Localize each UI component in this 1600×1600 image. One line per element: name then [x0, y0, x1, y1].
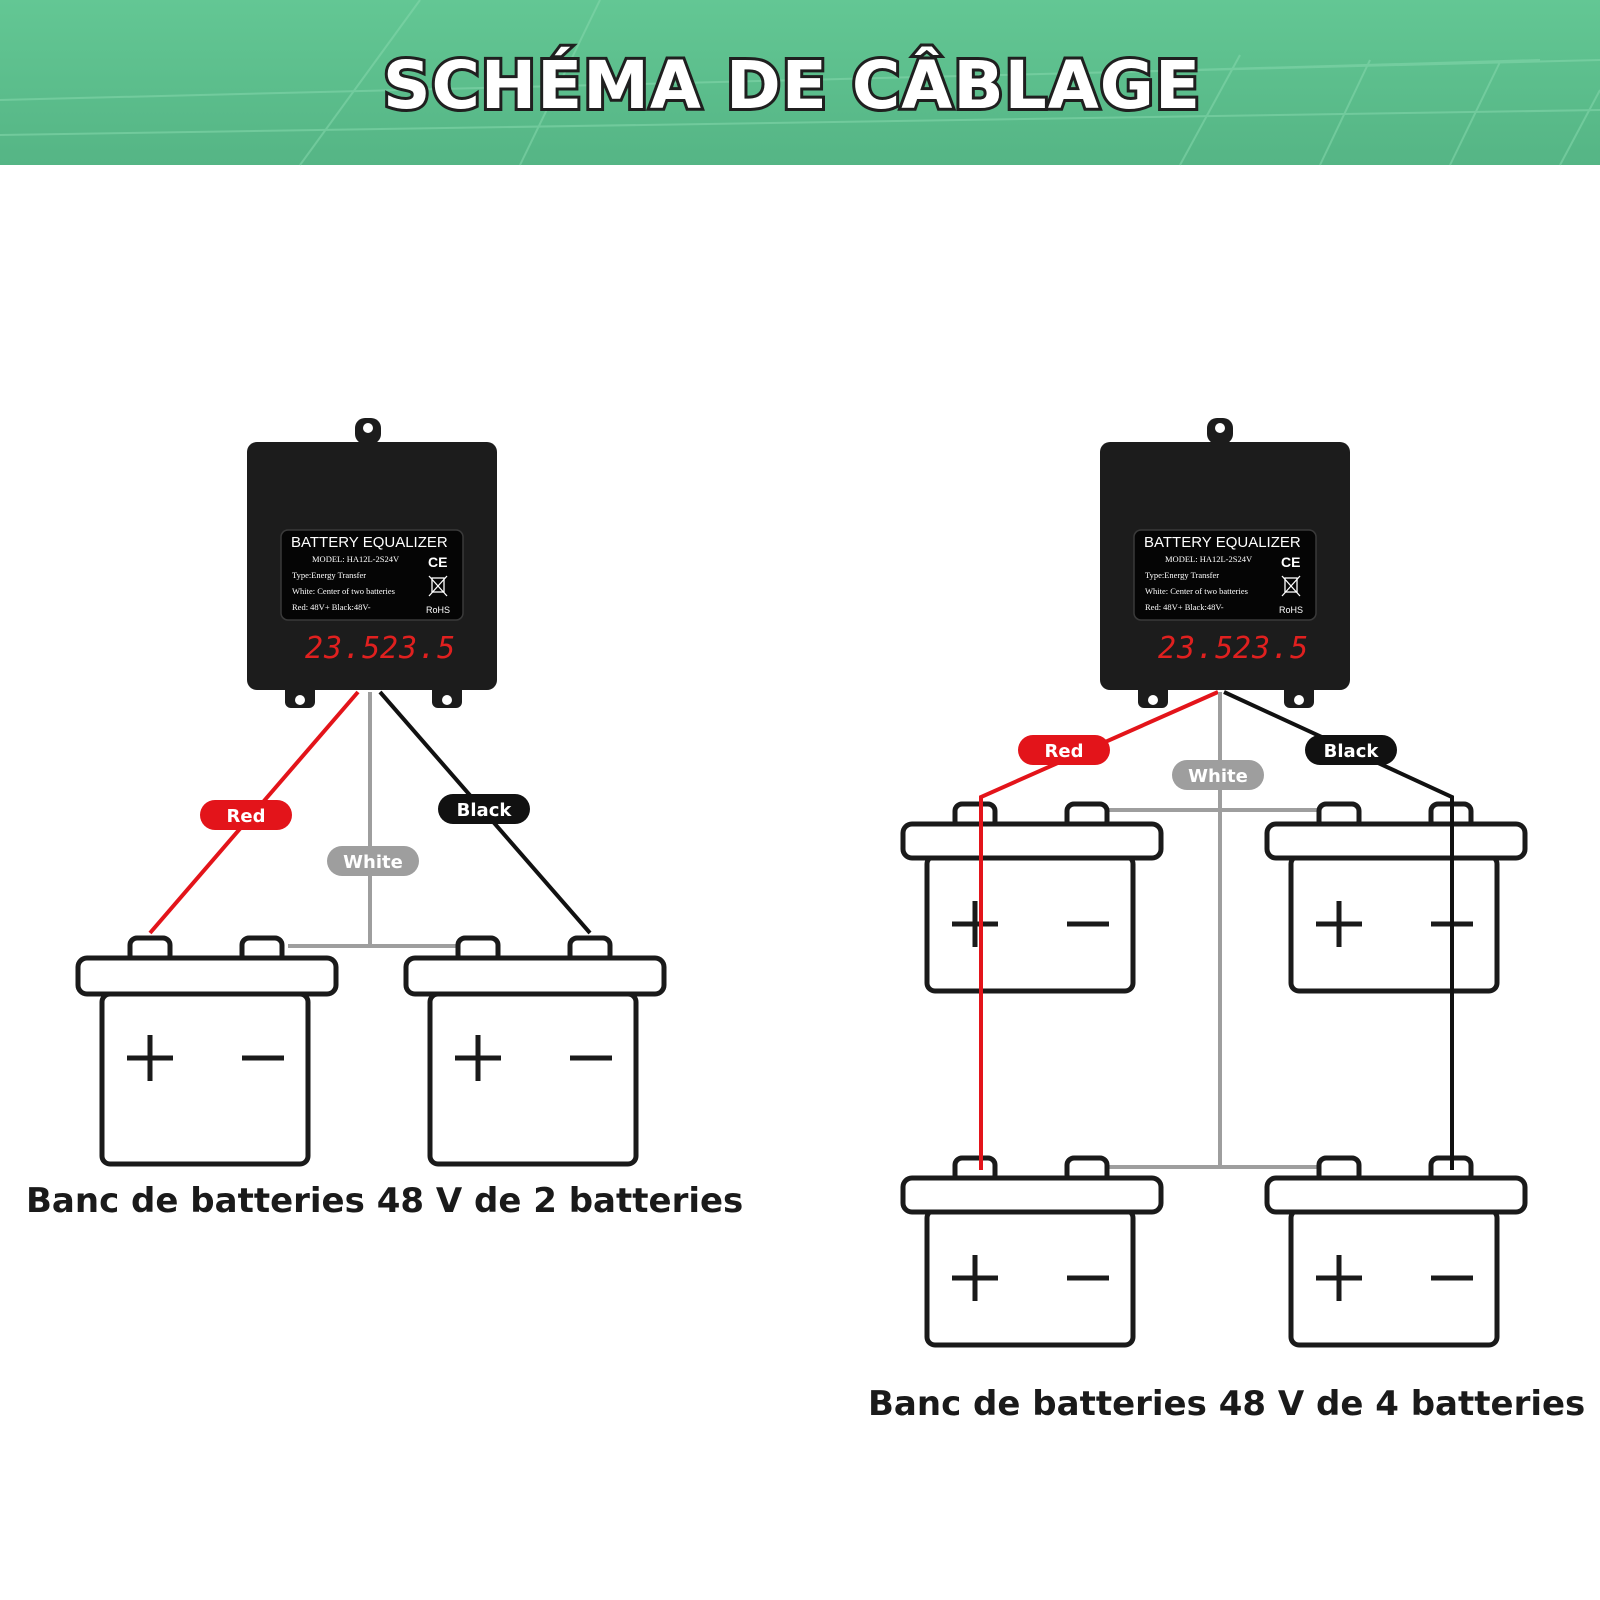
ce-mark: CE — [428, 554, 447, 570]
red-wire-tag: Red — [200, 800, 292, 830]
black-wire-tag: Black — [1305, 735, 1397, 765]
red-wire-tag: Red — [1018, 735, 1110, 765]
svg-text:Black: Black — [457, 800, 513, 821]
ce-mark: CE — [1281, 554, 1300, 570]
page-title: SCHÉMA DE CÂBLAGE — [383, 46, 1201, 124]
label-title: BATTERY EQUALIZER — [1144, 534, 1301, 551]
battery — [1264, 801, 1528, 994]
label-wiring: Red: 48V+ Black:48V- — [1145, 602, 1224, 612]
mount-hole — [1215, 423, 1225, 433]
white-wire-tag: White — [1172, 760, 1264, 790]
battery — [1264, 1155, 1528, 1348]
rohs-mark: RoHS — [426, 605, 450, 615]
label-title: BATTERY EQUALIZER — [291, 534, 448, 551]
label-type: Type:Energy Transfer — [292, 570, 366, 580]
plus-symbol — [952, 1255, 998, 1301]
plus-symbol — [455, 1035, 501, 1081]
label-model: MODEL: HA12L-2S24V — [1165, 554, 1253, 564]
plus-symbol — [127, 1035, 173, 1081]
battery — [900, 801, 1164, 994]
label-model: MODEL: HA12L-2S24V — [312, 554, 400, 564]
plus-symbol — [952, 901, 998, 947]
battery — [403, 935, 667, 1167]
battery — [900, 1155, 1164, 1348]
mount-hole — [363, 423, 373, 433]
header-band: SCHÉMA DE CÂBLAGE — [0, 0, 1600, 166]
rohs-mark: RoHS — [1279, 605, 1303, 615]
black-wire-tag: Black — [438, 794, 530, 824]
label-white-note: White: Center of two batteries — [292, 586, 395, 596]
label-type: Type:Energy Transfer — [1145, 570, 1219, 580]
solar-panel-grid — [0, 0, 1600, 166]
svg-text:White: White — [343, 852, 403, 873]
svg-text:Black: Black — [1324, 741, 1380, 762]
plus-symbol — [1316, 901, 1362, 947]
diagram-two-batteries: BATTERY EQUALIZER MODEL: HA12L-2S24V Typ… — [26, 418, 743, 1221]
diagram-four-batteries: BATTERY EQUALIZER MODEL: HA12L-2S24V Typ… — [868, 418, 1585, 1424]
caption-two-batteries: Banc de batteries 48 V de 2 batteries — [26, 1181, 743, 1221]
weee-bin-icon — [1281, 575, 1301, 597]
svg-text:Red: Red — [227, 806, 266, 827]
equalizer-label — [280, 529, 464, 621]
voltage-display-right: 23.5 — [380, 631, 456, 666]
caption-four-batteries: Banc de batteries 48 V de 4 batteries — [868, 1384, 1585, 1424]
svg-text:Red: Red — [1045, 741, 1084, 762]
battery-equalizer: BATTERY EQUALIZER MODEL: HA12L-2S24V Typ… — [1100, 418, 1350, 708]
voltage-display-right: 23.5 — [1233, 631, 1309, 666]
weee-bin-icon — [428, 575, 448, 597]
label-wiring: Red: 48V+ Black:48V- — [292, 602, 371, 612]
equalizer-label — [1133, 529, 1317, 621]
battery — [75, 935, 339, 1167]
label-white-note: White: Center of two batteries — [1145, 586, 1248, 596]
voltage-display-left: 23.5 — [1158, 631, 1234, 666]
plus-symbol — [1316, 1255, 1362, 1301]
svg-text:White: White — [1188, 766, 1248, 787]
battery-equalizer: BATTERY EQUALIZER MODEL: HA12L-2S24V Typ… — [247, 418, 497, 708]
voltage-display-left: 23.5 — [305, 631, 381, 666]
white-wire-tag: White — [327, 846, 419, 876]
